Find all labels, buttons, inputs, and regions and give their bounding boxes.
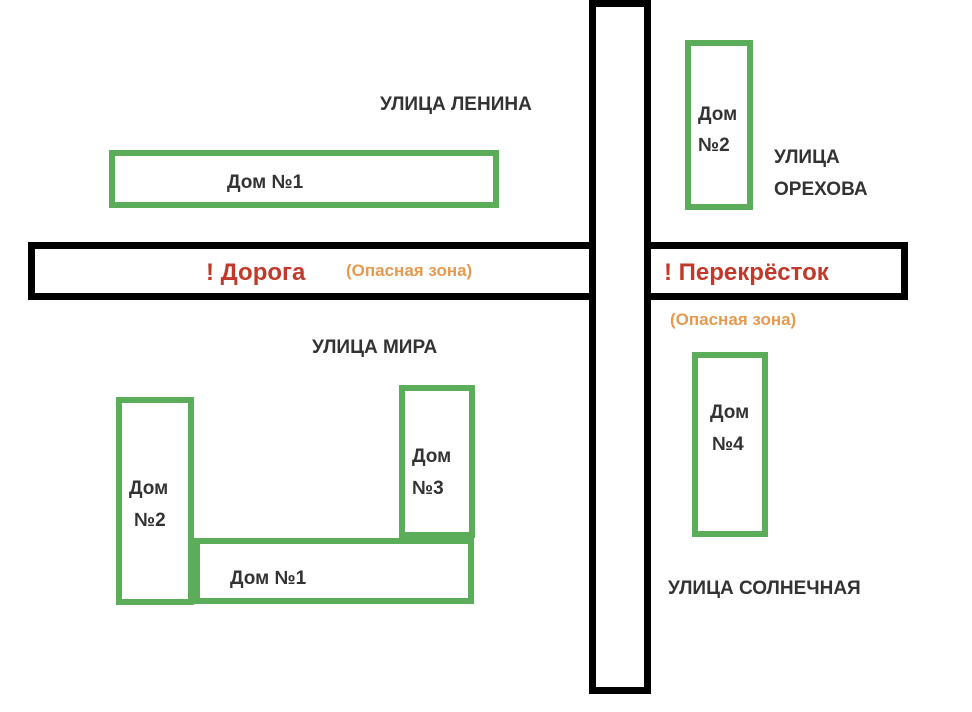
house-bottom-right-4-label-line1: Дом: [710, 402, 750, 423]
street-lenina-label: УЛИЦА ЛЕНИНА: [380, 94, 532, 115]
house-top-left-1-label: Дом №1: [227, 172, 304, 193]
house-bottom-right-4: Дом №4: [692, 352, 768, 537]
house-bottom-right-4-label-line2: №4: [712, 434, 744, 455]
house-top-left-1: Дом №1: [109, 150, 499, 208]
street-orekhova-label-line2: ОРЕХОВА: [774, 179, 868, 200]
road-danger-zone-label: (Опасная зона): [346, 261, 473, 280]
vertical-road: [589, 0, 651, 694]
house-bottom-left-3-label-line1: Дом: [412, 446, 452, 467]
house-top-right-2-label-line1: Дом: [698, 104, 738, 125]
house-bottom-left-2-label-line2: №2: [134, 510, 166, 531]
house-top-right-2: Дом №2: [685, 40, 753, 210]
road-warning-label: ! Дорога: [206, 259, 306, 286]
house-top-right-2-label-line2: №2: [698, 135, 730, 156]
horizontal-road: [28, 242, 908, 300]
crossroad-warning-label: ! Перекрёсток: [664, 259, 829, 286]
house-bottom-left-2-label-line1: Дом: [129, 478, 169, 499]
house-bottom-left-1-label: Дом №1: [230, 568, 307, 589]
street-orekhova-label-line1: УЛИЦА: [774, 147, 840, 168]
street-solnechnaya-label: УЛИЦА СОЛНЕЧНАЯ: [668, 578, 861, 599]
street-mira-label: УЛИЦА МИРА: [312, 337, 438, 358]
house-bottom-left-3-label-line2: №3: [412, 478, 444, 499]
crossroad-danger-zone-label: (Опасная зона): [670, 310, 797, 329]
house-bottom-left-2: Дом №2: [116, 397, 194, 605]
house-bottom-left-3: Дом №3: [399, 385, 475, 538]
house-bottom-left-1: Дом №1: [194, 538, 474, 604]
